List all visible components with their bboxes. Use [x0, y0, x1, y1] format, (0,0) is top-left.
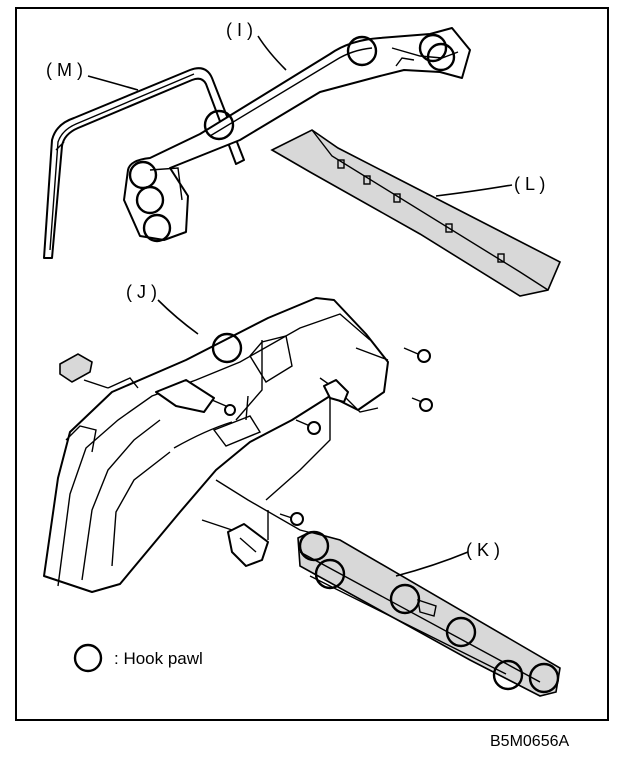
legend-hook-pawl-icon — [73, 643, 103, 673]
label-k: ( K ) — [466, 540, 500, 560]
label-j: ( J ) — [126, 282, 157, 302]
assembly-line — [265, 386, 331, 501]
part-l-trim — [270, 129, 562, 297]
part-i-trim — [123, 27, 471, 243]
screw — [403, 347, 431, 363]
bracket-mid — [155, 379, 262, 447]
leader-j — [157, 299, 199, 335]
hook-pawl-marker — [528, 662, 560, 694]
clip-lower — [227, 510, 269, 567]
hook-pawl-marker — [135, 185, 165, 215]
assembly-line — [235, 340, 263, 421]
leader-l — [435, 184, 513, 197]
label-i: ( I ) — [226, 20, 253, 40]
screw — [211, 399, 236, 416]
screw — [279, 512, 304, 526]
hook-pawl-marker — [492, 659, 524, 691]
hook-pawl-marker — [314, 558, 346, 590]
leader-k — [395, 551, 469, 577]
hook-pawl-marker — [418, 33, 448, 63]
hook-pawl-marker — [142, 213, 172, 243]
clip-mid-right — [323, 379, 349, 403]
screw — [411, 397, 433, 412]
assembly-line — [355, 347, 389, 361]
hook-pawl-marker — [389, 583, 421, 615]
part-m-rail — [43, 67, 245, 259]
clip-upper-left — [59, 353, 139, 389]
hook-pawl-marker — [203, 109, 235, 141]
hook-pawl-marker — [426, 42, 456, 72]
hook-pawl-marker — [445, 616, 477, 648]
part-k-sill — [297, 530, 561, 697]
hook-pawl-marker — [346, 35, 378, 67]
leader-m — [87, 75, 139, 91]
figure-code: B5M0656A — [490, 733, 569, 750]
hook-pawl-marker — [211, 332, 243, 364]
label-l: ( L ) — [514, 174, 545, 194]
legend-text: : Hook pawl — [114, 649, 203, 668]
diagram-frame — [15, 7, 609, 721]
hook-pawl-marker — [298, 530, 330, 562]
leader-i — [257, 35, 287, 71]
screw — [295, 419, 321, 435]
label-m: ( M ) — [46, 60, 83, 80]
